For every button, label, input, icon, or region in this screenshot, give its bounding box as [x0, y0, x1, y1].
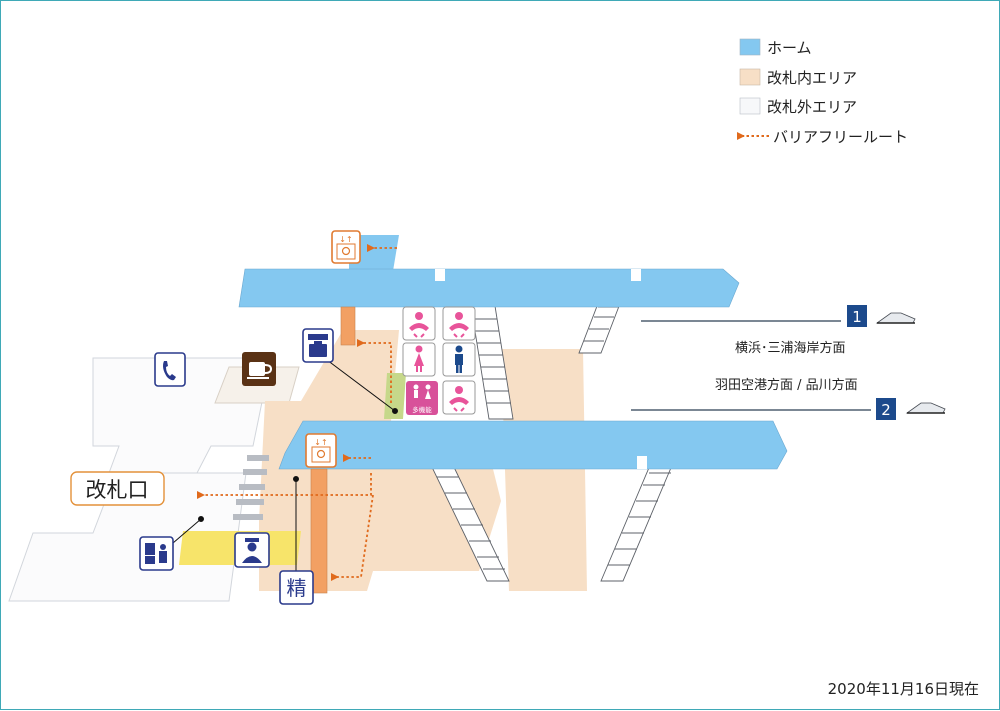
stairs-left	[233, 455, 269, 520]
track-1-badge	[847, 305, 867, 327]
track-2-badge	[876, 398, 896, 420]
legend-home-swatch	[739, 38, 761, 56]
station-staff-icon	[234, 532, 270, 568]
elevator-icon: ↓↑	[305, 433, 337, 468]
phone-icon	[154, 352, 186, 387]
legend-home-label: ホーム	[767, 39, 812, 57]
track-2: 羽田空港方面 / 品川方面 2	[631, 377, 946, 420]
baby-care-icon	[442, 380, 476, 415]
legend-route-label: バリアフリールート	[773, 128, 908, 146]
ticket-machine-icon	[139, 536, 174, 571]
female-toilet-icon	[402, 342, 436, 377]
ticket-gate-label: 改札口	[86, 478, 149, 502]
multipurpose-label: 多機能	[412, 405, 432, 414]
track-1: 1 横浜･三浦海岸方面	[641, 305, 916, 356]
svg-text:↓↑: ↓↑	[314, 438, 327, 447]
platform-lower	[278, 420, 788, 470]
train-icon	[905, 402, 946, 414]
elevator-shaft-upper	[340, 306, 356, 346]
legend-inside-gate-swatch	[739, 68, 761, 86]
male-toilet-icon	[442, 342, 476, 377]
fare-adjustment-icon: 精	[279, 570, 314, 605]
stairs	[428, 300, 674, 582]
coffee-icon	[242, 352, 276, 386]
baby-care-icon	[402, 306, 436, 341]
legend-outside-gate-swatch	[739, 97, 761, 115]
svg-text:↓↑: ↓↑	[339, 235, 352, 244]
track-2-destination: 羽田空港方面 / 品川方面	[715, 377, 858, 393]
legend: ホーム 改札内エリア 改札外エリア バリアフリールート	[737, 38, 908, 146]
date-note: 2020年11月16日現在	[828, 680, 979, 698]
legend-inside-gate-label: 改札内エリア	[767, 69, 857, 87]
barrier-free-route	[197, 244, 397, 581]
track-1-number: 1	[852, 308, 862, 326]
elevator-icon: ↓↑	[331, 230, 361, 264]
track-1-destination: 横浜･三浦海岸方面	[735, 340, 846, 356]
locker-icon	[302, 328, 334, 363]
elevator-shaft-lower	[310, 468, 328, 594]
track-2-number: 2	[881, 401, 891, 419]
accessible-toilet-icon: 多機能	[406, 381, 438, 415]
fare-adjustment-label: 精	[287, 576, 307, 600]
legend-outside-gate-label: 改札外エリア	[767, 98, 857, 116]
train-icon	[875, 312, 916, 324]
platform-upper	[238, 235, 740, 308]
baby-care-icon	[442, 306, 476, 341]
ticket-gate: 改札口	[70, 471, 165, 506]
